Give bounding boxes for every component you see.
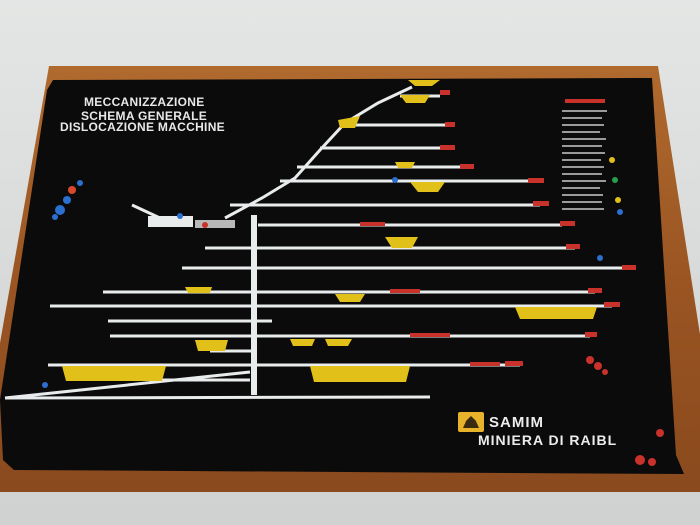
yellow-stope-blocks	[62, 80, 597, 382]
mine-levels	[4, 94, 625, 400]
black-board-surface	[0, 78, 684, 474]
colored-machine-tokens	[42, 157, 664, 466]
mine-name: MINIERA DI RAIBL	[478, 432, 618, 448]
main-incline-line	[224, 85, 413, 220]
board-title-line-3: DISLOCAZIONE MACCHINE	[60, 120, 225, 134]
board-title-line-1: MECCANIZZAZIONE	[84, 95, 205, 109]
red-machine-markers	[360, 90, 636, 366]
board-title-line-2: SCHEMA GENERALE	[81, 109, 208, 123]
six-legged-dog-logo-icon	[458, 412, 484, 432]
legend-list-lines	[562, 110, 607, 210]
surface-installations	[131, 203, 235, 228]
company-name: SAMIM	[489, 414, 544, 431]
